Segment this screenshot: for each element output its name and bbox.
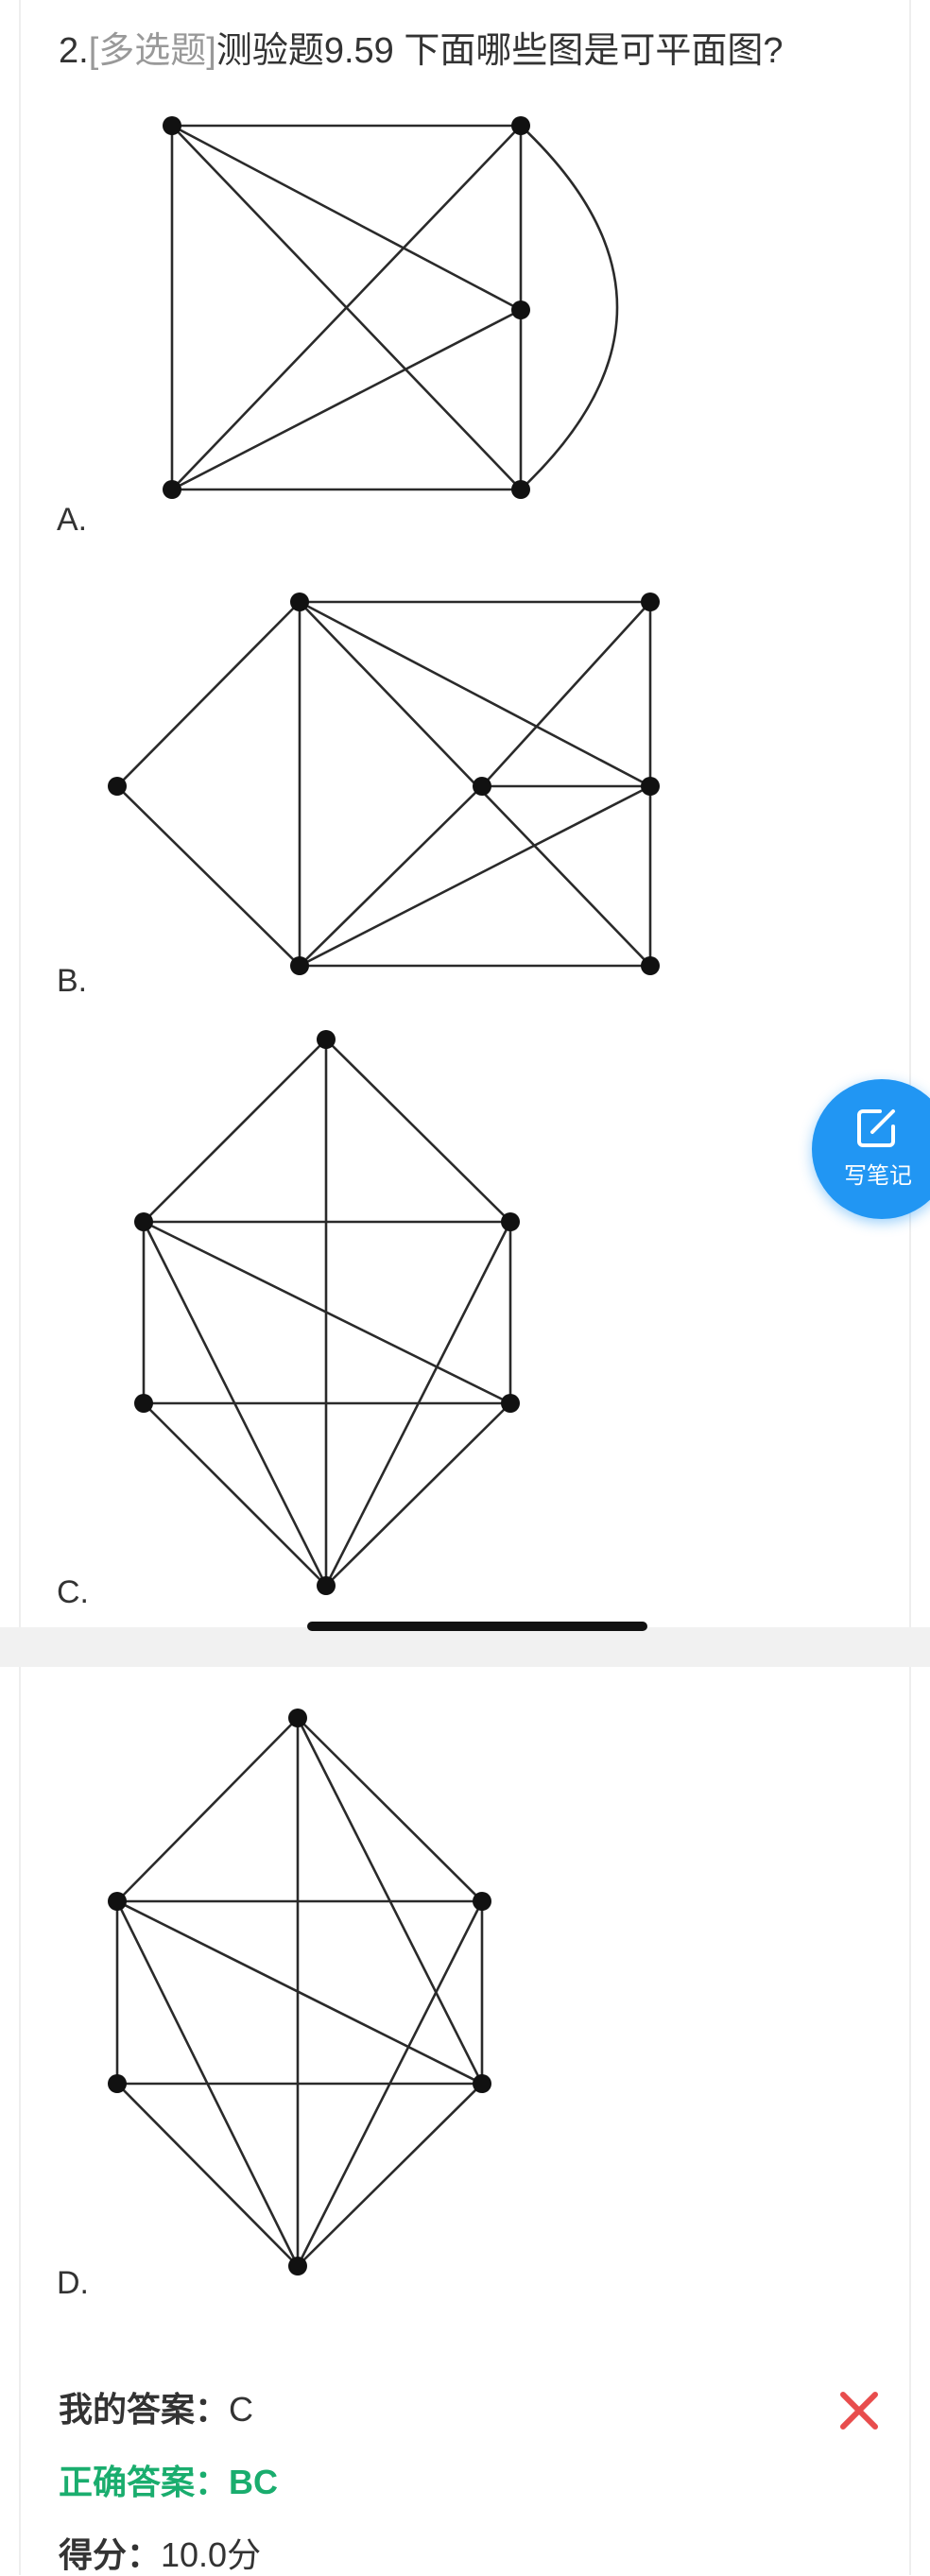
question-text: 测验题9.59 下面哪些图是可平面图? xyxy=(215,31,784,71)
correct-answer-value: BC xyxy=(229,2463,279,2501)
option-d-graph xyxy=(108,1709,491,2275)
option-a-label[interactable]: A. xyxy=(57,502,88,538)
my-answer-label: 我的答案： xyxy=(59,2390,230,2429)
write-note-label: 写笔记 xyxy=(844,1163,912,1189)
my-answer-value: C xyxy=(229,2390,254,2429)
question-number: 2. xyxy=(59,31,89,71)
score-label: 得分： xyxy=(59,2535,162,2574)
option-a-graph xyxy=(163,116,619,499)
my-answer: 我的答案：C xyxy=(59,2389,253,2430)
right-edge-line-lower xyxy=(909,1667,911,2575)
score-value: 10.0分 xyxy=(161,2535,262,2574)
correct-answer: 正确答案：BC xyxy=(59,2462,278,2503)
option-c-graph xyxy=(134,1030,520,1595)
wrong-x-icon xyxy=(840,2392,878,2430)
question-type-tag: [多选题] xyxy=(88,31,216,71)
left-edge-line-lower xyxy=(19,1667,21,2575)
right-edge-line xyxy=(909,0,911,1627)
left-edge-line xyxy=(19,0,21,1627)
option-d-label[interactable]: D. xyxy=(57,2265,89,2301)
option-c-label[interactable]: C. xyxy=(57,1574,89,1610)
option-b-label[interactable]: B. xyxy=(57,963,88,999)
correct-answer-label: 正确答案： xyxy=(59,2463,230,2501)
edit-note-icon xyxy=(857,1109,895,1147)
screenshot-divider xyxy=(0,1627,930,1667)
home-indicator-bar xyxy=(307,1622,647,1631)
score: 得分：10.0分 xyxy=(59,2534,261,2576)
option-b-graph xyxy=(108,592,660,975)
write-note-button[interactable]: 写笔记 xyxy=(812,1079,930,1219)
question-title: 2.[多选题]测验题9.59 下面哪些图是可平面图? xyxy=(59,25,890,77)
